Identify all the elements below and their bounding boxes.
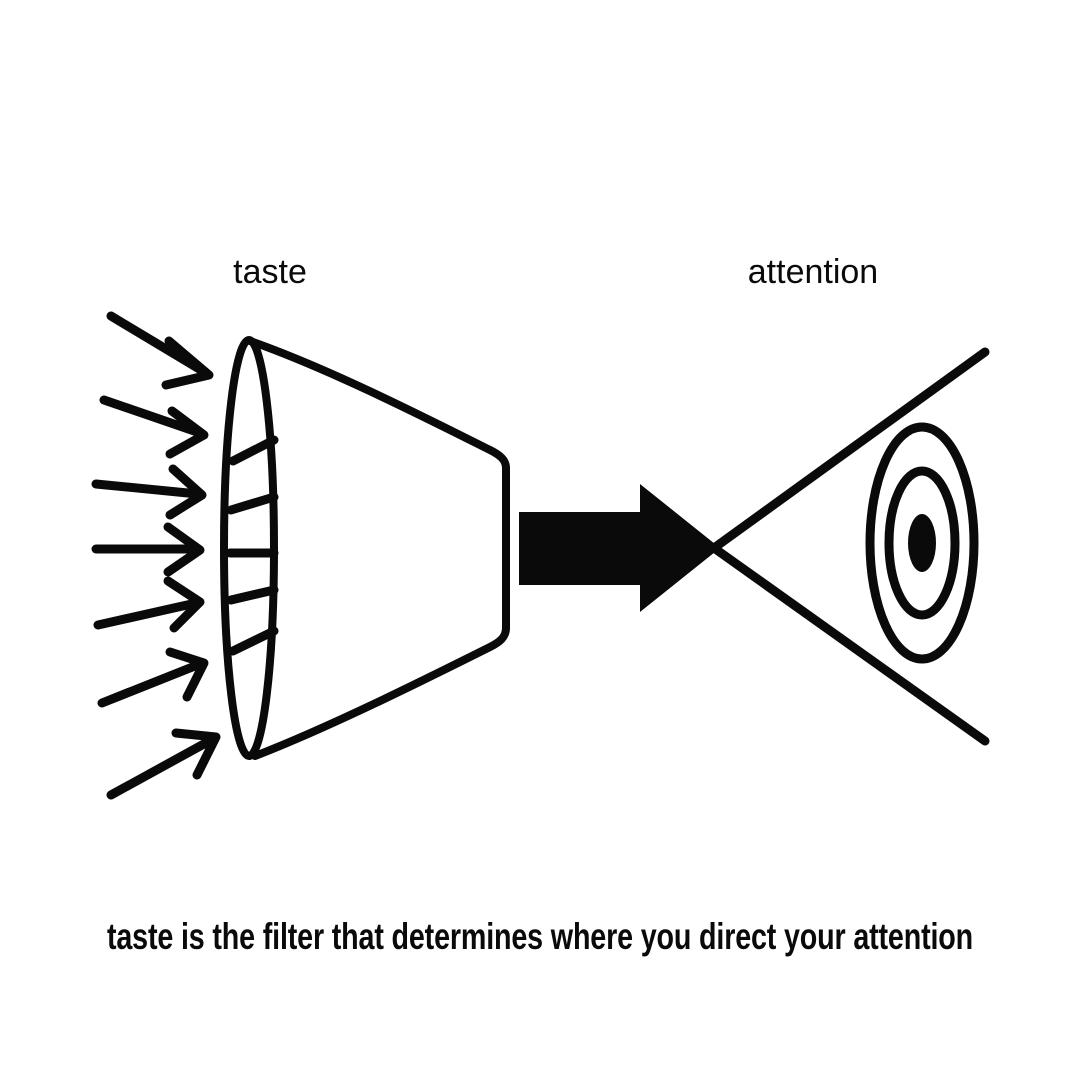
filter-funnel xyxy=(220,336,510,760)
input-arrow-1 xyxy=(106,311,214,390)
label-attention: attention xyxy=(748,253,878,291)
funnel-mouth-ellipse xyxy=(220,336,278,760)
input-arrows-group xyxy=(91,311,221,800)
input-arrow-3 xyxy=(91,464,207,520)
input-arrow-7 xyxy=(106,728,221,800)
eye-outer-ring xyxy=(865,422,979,664)
gaze-cone-lines xyxy=(709,347,990,746)
eye-inner-ring xyxy=(884,466,960,620)
caption: taste is the filter that determines wher… xyxy=(107,916,973,957)
eye-pupil xyxy=(908,514,936,572)
input-arrow-5 xyxy=(93,576,205,633)
eye-target xyxy=(865,422,979,664)
input-arrow-4 xyxy=(91,522,205,577)
input-arrow-2 xyxy=(99,395,209,459)
input-arrow-6 xyxy=(97,647,209,708)
block-arrow xyxy=(519,484,720,612)
funnel-mesh-ticks xyxy=(225,435,279,656)
label-taste: taste xyxy=(233,253,307,291)
